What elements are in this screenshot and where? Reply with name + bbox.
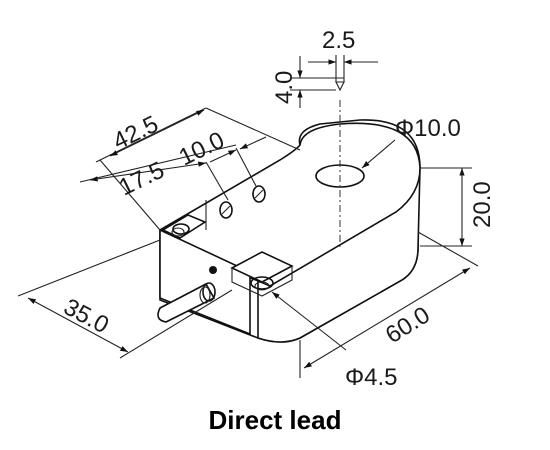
dim-overall-length: 42.5	[109, 111, 163, 156]
dim-hole-diameter: Φ10.0	[395, 115, 461, 142]
sensor-dimension-drawing: 2.5 4.0 42.5 17.5 10.0 Φ10.0 20.0 35.0 6…	[17, 27, 496, 391]
dim-width: 60.0	[381, 301, 435, 349]
dim-probe-width: 2.5	[322, 27, 355, 54]
drawing-caption: Direct lead	[208, 405, 342, 435]
dimension-lines	[17, 107, 479, 378]
dim-probe-height: 4.0	[271, 71, 298, 104]
dim-depth: 35.0	[59, 293, 113, 339]
dim-mount-hole-diameter: Φ4.5	[345, 364, 398, 391]
probe-tip-detail	[290, 55, 378, 108]
dim-height: 20.0	[469, 181, 496, 228]
dim-hole-spacing: 10.0	[175, 127, 229, 172]
